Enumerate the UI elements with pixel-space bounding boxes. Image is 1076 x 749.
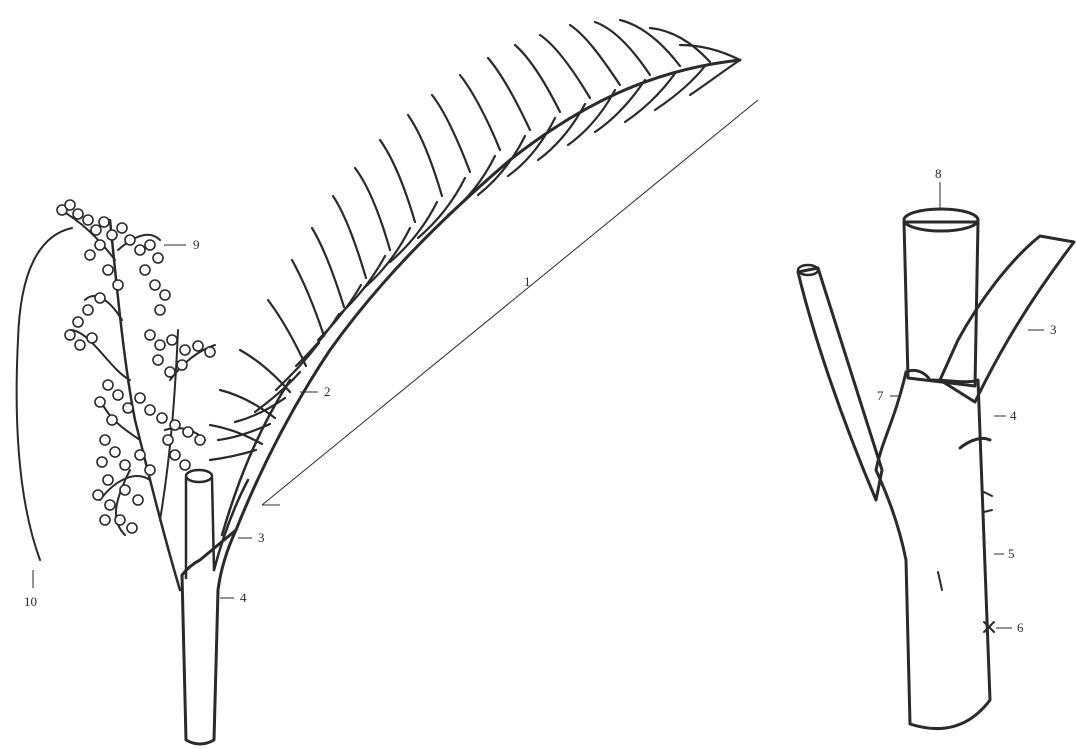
right-specimen: 8 3 7 4 5 6 <box>798 166 1074 729</box>
leaf <box>210 20 740 570</box>
label-9: 9 <box>193 237 200 252</box>
label-7: 7 <box>877 388 884 403</box>
label-3-left: 3 <box>258 530 265 545</box>
label-10: 10 <box>24 594 37 609</box>
left-branch <box>798 265 882 500</box>
main-stem <box>182 530 236 744</box>
label-3-right: 3 <box>1050 322 1057 337</box>
label-8: 8 <box>935 166 942 181</box>
label-5: 5 <box>1008 546 1015 561</box>
left-specimen: 1 2 3 4 9 10 <box>17 20 758 744</box>
label-2: 2 <box>324 384 331 399</box>
label-1: 1 <box>524 274 531 289</box>
right-branch <box>940 236 1074 402</box>
label-4-left: 4 <box>240 590 247 605</box>
label-6: 6 <box>1017 620 1024 635</box>
label-4-right: 4 <box>1010 408 1017 423</box>
central-stem <box>904 209 978 386</box>
inflorescence <box>57 200 215 590</box>
lower-trunk <box>876 370 994 728</box>
hanging-strand <box>17 228 72 560</box>
cut-peduncle <box>186 470 214 578</box>
